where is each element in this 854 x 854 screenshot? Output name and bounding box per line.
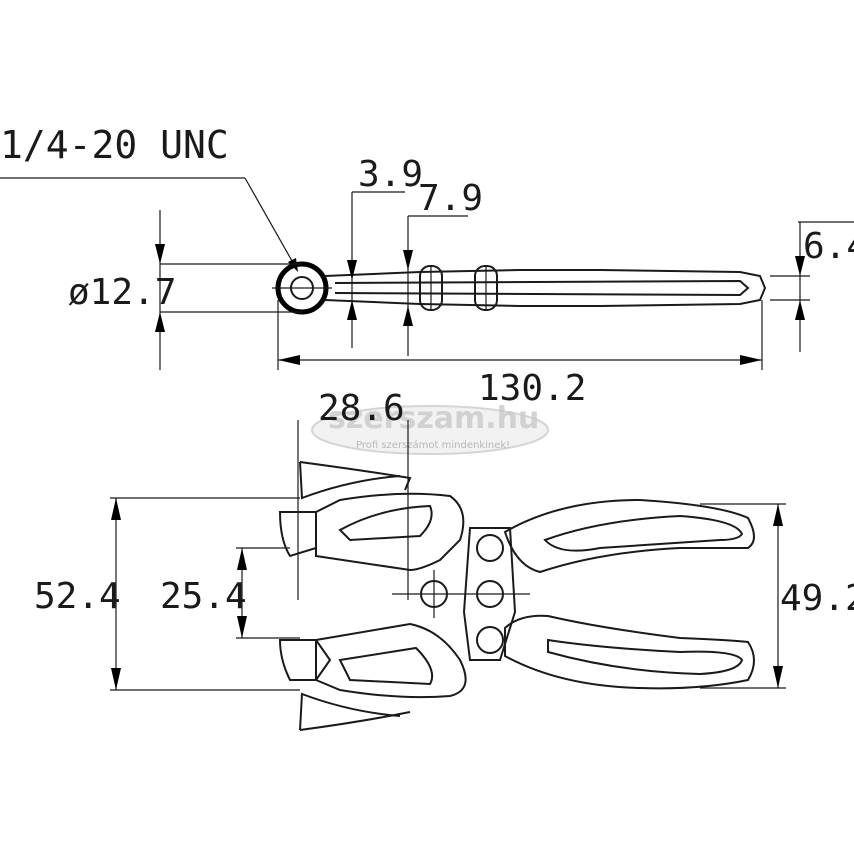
diameter-label: ø12.7 — [68, 272, 176, 313]
watermark-badge — [311, 405, 549, 455]
dim-3-9-arrow-bottom — [347, 300, 357, 320]
pivot-lower — [476, 626, 504, 654]
height-inner-arrow-top — [237, 548, 247, 570]
jaw-pad-top — [278, 511, 317, 558]
height-left-arrow-top — [111, 498, 121, 520]
dim-3-9-arrow-top — [347, 260, 357, 280]
watermark-tagline: Profi szerszámot mindenkinek! — [356, 439, 510, 451]
dim-6-4-arrow-top — [795, 256, 805, 276]
upper-jaw-arm — [315, 492, 465, 572]
side-view: 28.6 — [34, 388, 854, 731]
lower-jaw-arm — [315, 622, 467, 699]
jaw-pad-bottom — [278, 639, 332, 681]
watermark-text: szerszam.hu — [328, 401, 539, 436]
upper-handle-window — [543, 514, 744, 552]
handle-outline — [324, 269, 767, 307]
watermark: szerszam.hu Profi szerszámot mindenkinek… — [311, 401, 549, 455]
height-right-arrow-top — [773, 504, 783, 526]
lower-handle-window — [547, 638, 744, 676]
height-right-label: 49.2 — [780, 578, 854, 619]
linkage-plate — [462, 527, 517, 661]
lower-jaw-window — [338, 646, 434, 686]
thread-leader-line-diag — [244, 177, 297, 269]
height-left-label: 52.4 — [34, 576, 121, 617]
dia-arrow-bottom — [155, 312, 165, 332]
dim-6-4-arrow-bottom — [795, 300, 805, 320]
swing-arc-bottom — [299, 711, 411, 731]
upper-handle — [503, 498, 755, 574]
thread-label: 1/4-20 UNC — [0, 123, 229, 167]
height-right-arrow-bottom — [773, 666, 783, 688]
height-inner-label: 25.4 — [160, 576, 247, 617]
dim-7-9-arrow-top — [403, 250, 413, 270]
dim-7-9-arrow-bottom — [403, 306, 413, 326]
swing-arc-top — [299, 461, 412, 491]
dim-7-9-label: 7.9 — [418, 178, 483, 219]
upper-jaw-window — [338, 504, 433, 542]
jaw-opening-label: 28.6 — [318, 388, 405, 429]
length-arrow-left — [278, 355, 300, 365]
lower-handle — [504, 614, 755, 690]
jaw-swing-bottom — [299, 692, 401, 731]
top-view: 1/4-20 UNC ø12.7 3.9 7.9 — [0, 123, 854, 409]
pivot-upper — [476, 534, 504, 562]
length-arrow-right — [740, 355, 762, 365]
dim-6-4-label: 6.4 — [803, 226, 854, 267]
dia-arrow-top — [155, 244, 165, 264]
length-label: 130.2 — [478, 368, 586, 409]
jaw-swing-top — [299, 461, 401, 500]
dim-3-9-label: 3.9 — [358, 154, 423, 195]
height-left-arrow-bottom — [111, 668, 121, 690]
height-inner-arrow-bottom — [237, 616, 247, 638]
handle-inner-groove — [334, 279, 750, 297]
